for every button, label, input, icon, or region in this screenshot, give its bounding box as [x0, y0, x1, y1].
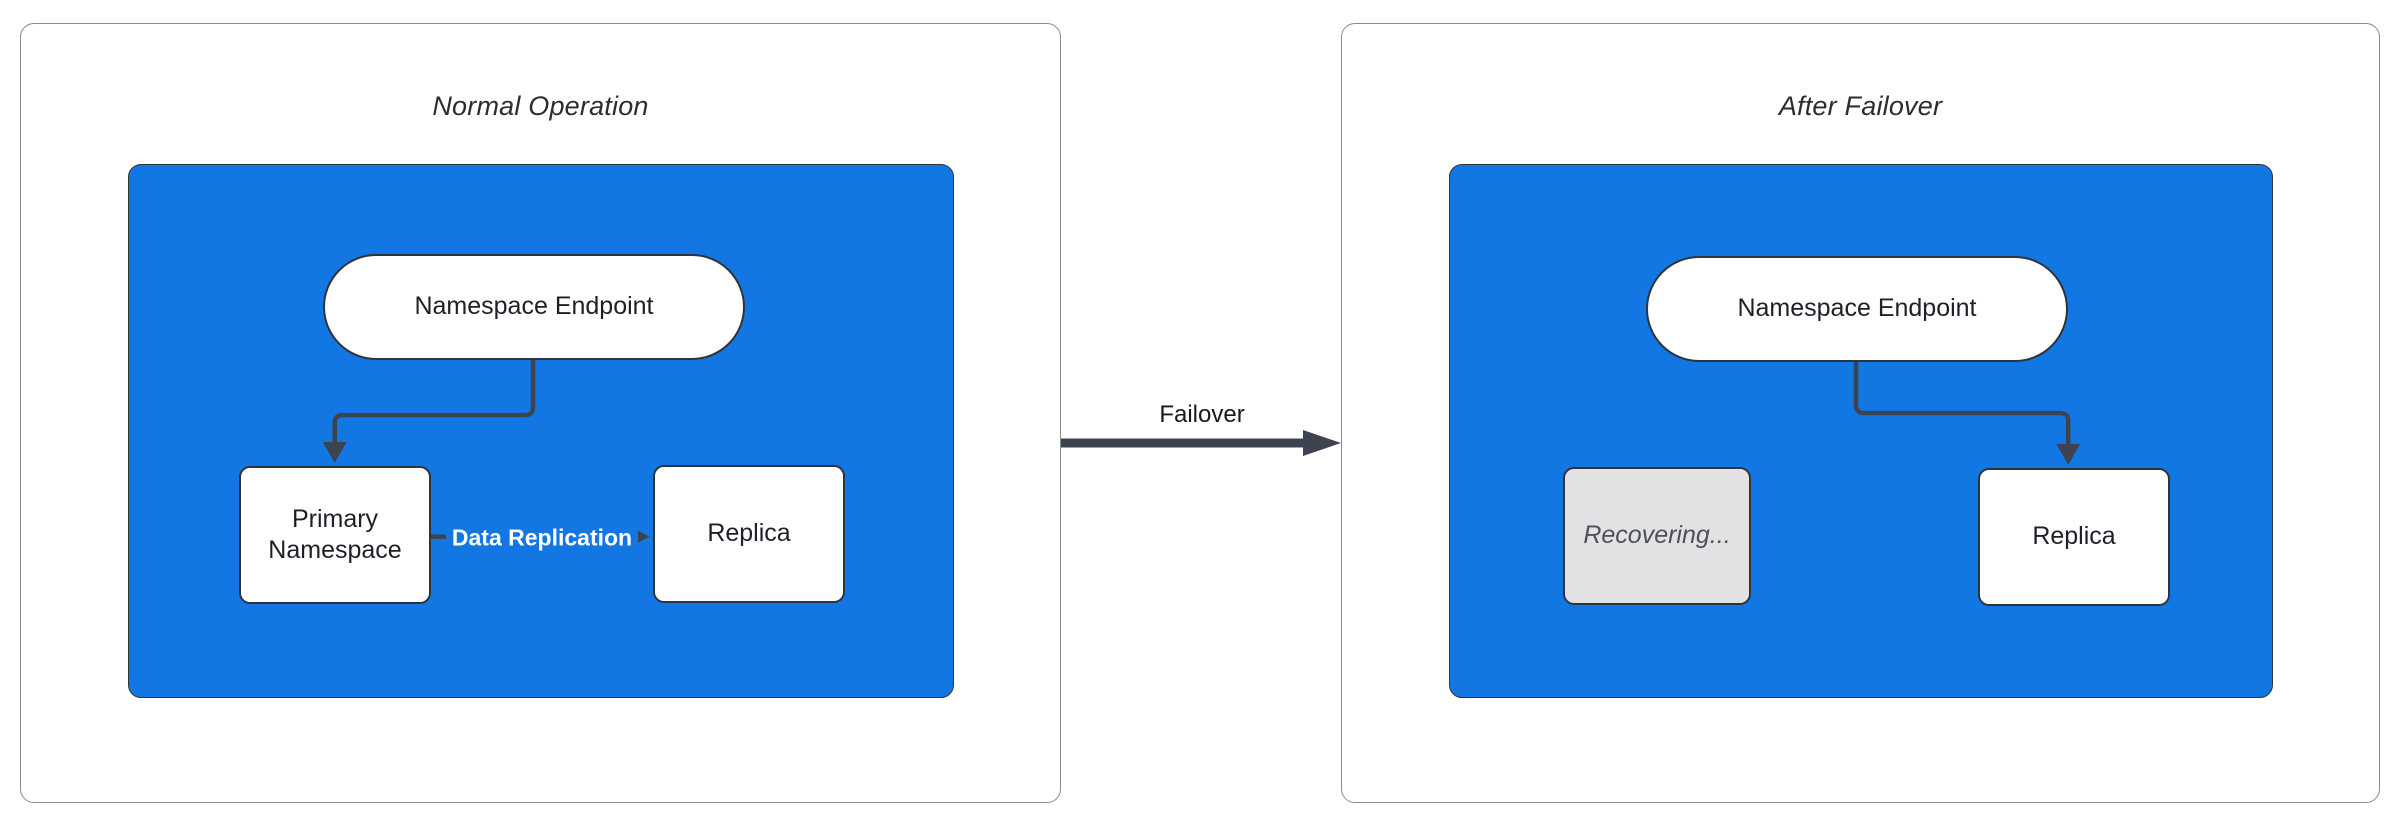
node-label: Recovering...	[1583, 521, 1731, 550]
node-replica-failover: Replica	[1978, 468, 2170, 606]
node-label: Namespace Endpoint	[1737, 294, 1977, 323]
endpoint-to-primary-connector	[322, 359, 650, 546]
node-namespace-endpoint-failover: Namespace Endpoint	[1646, 256, 2068, 362]
panel-normal-operation: Normal Operation Namespace Endpoint Prim…	[20, 23, 1061, 803]
endpoint-to-replica-connector	[1853, 361, 2081, 465]
namespace-container-failover: Namespace Endpoint Recovering... Replica	[1449, 164, 2273, 698]
namespace-container-normal: Namespace Endpoint Primary Namespace Rep…	[128, 164, 954, 698]
node-namespace-endpoint-normal: Namespace Endpoint	[323, 254, 745, 360]
node-recovering: Recovering...	[1563, 467, 1751, 605]
panel-normal-operation-title: Normal Operation	[432, 91, 649, 121]
arrowhead-down-icon	[322, 441, 347, 463]
node-replica-normal: Replica	[653, 465, 845, 603]
arrowhead-down-icon	[2056, 443, 2081, 465]
panel-after-failover-title: After Failover	[1778, 91, 1943, 121]
node-label: Namespace Endpoint	[414, 292, 654, 321]
data-replication-label: Data Replication	[445, 522, 639, 554]
node-label: Primary Namespace	[268, 504, 402, 565]
failover-arrow-icon	[1061, 430, 1341, 456]
failover-arrow-label: Failover	[1159, 401, 1245, 428]
node-primary-namespace: Primary Namespace	[239, 466, 431, 604]
node-label: Replica	[2032, 522, 2116, 551]
node-label: Replica	[707, 519, 791, 548]
panel-after-failover: After Failover Namespace Endpoint Recove…	[1341, 23, 2380, 803]
